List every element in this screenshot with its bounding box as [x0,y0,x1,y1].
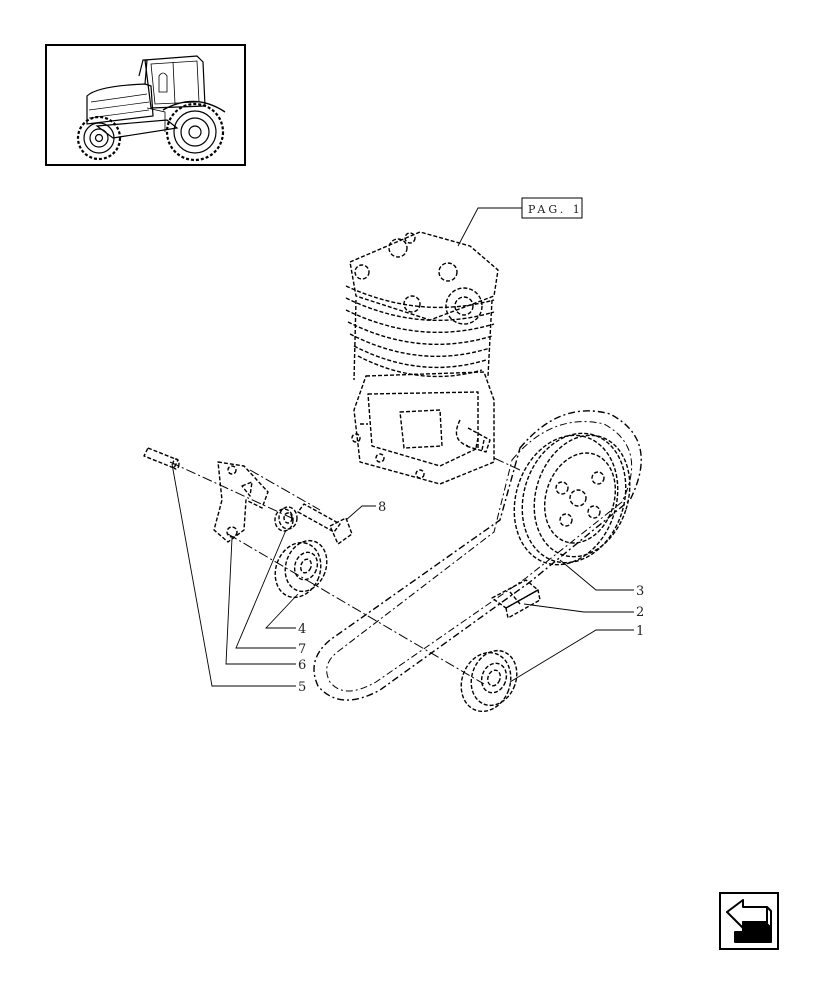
callout-4: 4 [298,622,306,637]
pin [143,447,180,470]
callout-7: 7 [298,642,306,657]
woodruff-key [491,579,541,619]
callout-1: 1 [636,624,644,639]
idler-bearing-1 [460,649,518,713]
idler-bearing-4 [274,539,328,599]
drive-belt [313,410,642,701]
callout-3: 3 [636,584,644,599]
air-compressor [345,231,499,485]
tractor-thumbnail [45,44,246,166]
return-button[interactable] [719,892,779,950]
callout-8: 8 [378,500,386,515]
leader-lines [171,207,634,687]
compressor-pulley [513,432,631,566]
page-reference-box[interactable]: PAG. 1 [521,197,583,219]
return-arrow-icon [726,899,772,943]
tensioner-bracket [213,461,269,543]
callouts: 1 2 3 4 5 6 7 8 [298,500,644,695]
callout-5: 5 [298,680,306,695]
spacer-bushing [274,506,298,532]
bolt [297,503,353,545]
page-reference-label: PAG. 1 [528,203,583,216]
tractor-icon [76,55,226,162]
callout-6: 6 [298,658,306,673]
callout-2: 2 [636,605,644,620]
